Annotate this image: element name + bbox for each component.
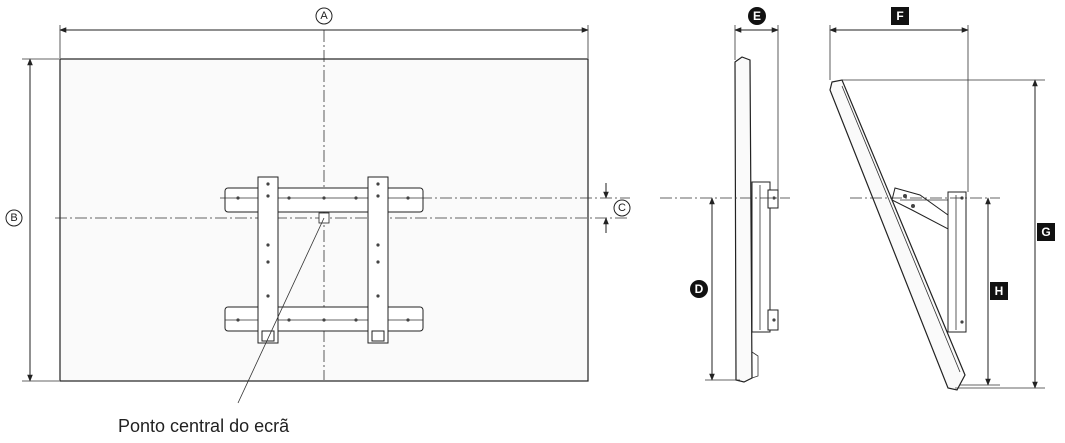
tv-panel-tilted: [829, 79, 966, 391]
label-a-badge: [315, 7, 333, 25]
label-d: D: [695, 282, 704, 296]
tilted-view: F H G: [829, 7, 1055, 391]
label-c-badge: [613, 199, 631, 217]
label-e: E: [753, 9, 761, 23]
label-g-badge: [1037, 223, 1055, 241]
label-f: F: [896, 9, 903, 23]
label-f-badge: [891, 7, 909, 25]
wall-bracket-side: [751, 181, 771, 333]
label-h: H: [995, 284, 1004, 298]
side-view: E D: [660, 7, 790, 383]
center-point-caption: Ponto central do ecrã: [118, 416, 290, 436]
label-h-badge: [990, 282, 1008, 300]
label-d-badge: [690, 280, 708, 298]
label-a: A: [320, 10, 328, 22]
label-b-badge: [5, 209, 23, 227]
label-g: G: [1041, 225, 1050, 239]
label-b: B: [10, 212, 17, 224]
front-view: A B C Ponto central do ecrã: [5, 7, 631, 436]
tilt-arm: [891, 187, 967, 333]
center-point-leader: [237, 217, 325, 404]
label-e-badge: [748, 7, 766, 25]
tv-panel-side: [734, 56, 753, 383]
label-c: C: [618, 202, 626, 214]
